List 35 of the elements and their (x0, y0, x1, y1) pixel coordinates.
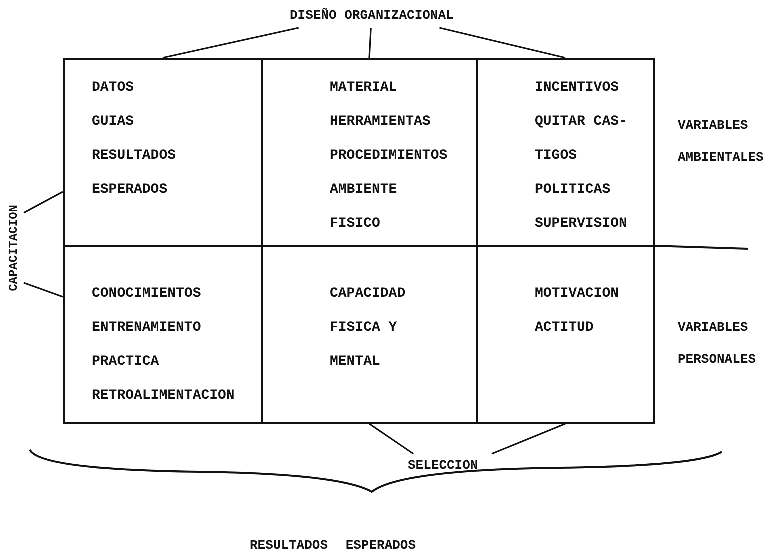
table-cell (63, 245, 263, 424)
cell-text: CAPACIDAD FISICA Y MENTAL (330, 285, 407, 372)
cell-text: ACTITUD (535, 319, 595, 338)
cell-text: MATERIAL (330, 79, 398, 98)
cell-text: PROCEDIMIENTOS (330, 147, 448, 166)
side-label: VARIABLES AMBIENTALES (678, 117, 764, 167)
cell-text: GUIAS (92, 113, 136, 132)
cell-text: AMBIENTE FISICO (330, 181, 398, 234)
leader-line (440, 27, 566, 59)
cell-text: HERRAMIENTAS (330, 113, 432, 132)
table-cell (63, 58, 263, 247)
cell-text: QUITAR CAS- TIGOS (535, 113, 628, 166)
cell-text: PRACTICA (92, 353, 160, 372)
cell-text: RETROALIMENTACION (92, 387, 236, 406)
leader-line (368, 28, 372, 58)
leader-line (24, 282, 64, 298)
table-cell (476, 245, 655, 424)
cell-text: ENTRENAMIENTO (92, 319, 202, 338)
heading-label: SELECCION (408, 456, 478, 476)
cell-text: RESULTADOS ESPERADOS (92, 147, 178, 200)
cell-text: INCENTIVOS (535, 79, 620, 98)
leader-line (162, 27, 300, 59)
cell-text: CONOCIMIENTOS (92, 285, 202, 304)
cell-text: DATOS (92, 79, 136, 98)
leader-line (24, 191, 64, 214)
cell-text: SUPERVISION (535, 215, 628, 234)
leader-line (369, 423, 414, 455)
side-label: CAPACITACION (4, 205, 24, 292)
cell-text: POLITICAS (535, 181, 612, 200)
side-label: VARIABLES PERSONALES (678, 319, 758, 369)
table-cell (476, 58, 655, 247)
bottom-label: RESULTADOS ESPERADOS (250, 537, 418, 551)
leader-line (492, 423, 566, 455)
cell-text: MOTIVACION (535, 285, 620, 304)
heading-label: DISEÑO ORGANIZACIONAL (290, 6, 454, 26)
